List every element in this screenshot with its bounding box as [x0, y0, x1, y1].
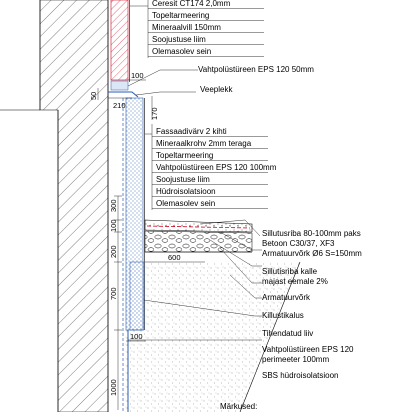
- dimensions: 100 50 210 170 300 100 200 700 1000 600 …: [89, 71, 205, 410]
- dim-600: 600: [168, 253, 181, 262]
- plinth-layers-item: Olemasolev sein: [156, 199, 215, 208]
- wall-top-layers-item: Ceresit CT174 2,0mm: [152, 0, 231, 8]
- dim-1000: 1000: [109, 379, 118, 396]
- notes-title: Märkused:: [220, 402, 257, 411]
- plinth-layers-item: Fassaadivärv 2 kihti: [156, 127, 227, 136]
- dim-210: 210: [113, 101, 126, 110]
- perimeter-eps: [129, 261, 145, 331]
- sidewalk-strip-label-1: Sillutusriba 80-100mm paks: [262, 229, 361, 238]
- eps-50-block: [110, 80, 129, 91]
- slope-label-1: Sillutisriba kalle: [262, 267, 318, 276]
- compacted-sand-fill: [125, 262, 300, 412]
- drip-flashing: [108, 91, 139, 98]
- dim-700: 700: [109, 287, 118, 300]
- plinth-layers-item: Topeltarmeering: [156, 151, 213, 160]
- callout-leaders: [127, 69, 262, 341]
- sidewalk-strip-label-2: Betoon C30/37, XF3: [262, 239, 335, 248]
- wall-top-layers-item: Topeltarmeering: [152, 11, 209, 20]
- wall-top-layers-item: Soojustuse liim: [152, 35, 206, 44]
- gravel-label: Killustikalus: [262, 311, 304, 320]
- dim-200: 200: [109, 245, 118, 258]
- dim-50: 50: [89, 92, 98, 100]
- layer-stacks: Ceresit CT174 2,0mmTopeltarmeeringMinera…: [130, 0, 277, 210]
- plinth-layers-item: Mineraalkrohv 2mm teraga: [156, 139, 252, 148]
- wall-top-layers-item: Olemasolev sein: [152, 47, 211, 56]
- sbs-label: SBS hüdroisolatsioon: [262, 371, 339, 380]
- sidewalk-strip-label-3: Armatuurvõrk Ø6 S=150mm: [262, 249, 362, 258]
- rebar-mesh-line: [146, 225, 251, 229]
- perimeter-eps-label-1: Vahtpolüstüreen EPS 120: [262, 345, 354, 354]
- existing-wall-hatch: [39, 0, 109, 412]
- plinth-layers-item: Vahtpolüstüreen EPS 120 100mm: [156, 163, 277, 172]
- dim-170: 170: [150, 107, 159, 120]
- dim-100-top: 100: [131, 71, 144, 80]
- eps-50-label: Vahtpolüstüreen EPS 120 50mm: [198, 65, 314, 74]
- plinth-layers-item: Hüdroisolatsioon: [156, 187, 216, 196]
- perimeter-eps-label-2: perimeeter 100mm: [262, 355, 329, 364]
- gravel-base: [144, 230, 253, 253]
- mineral-wool-insulation: [110, 0, 129, 81]
- wall-top-layers-item: Mineraalvill 150mm: [152, 23, 221, 32]
- excavation-slope: [239, 261, 301, 412]
- plinth-layers-item: Soojustuse liim: [156, 175, 210, 184]
- drip-flashing-label: Veeplekk: [200, 85, 233, 94]
- slope-label-2: majast eemale 2%: [262, 277, 328, 286]
- dim-300: 300: [109, 199, 118, 212]
- dim-100-bottom: 100: [130, 332, 143, 341]
- compacted-soil-label: Tihendatud liiv: [262, 329, 313, 338]
- rebar-mesh-label: Armatuurvõrk: [262, 293, 311, 302]
- dim-100-mid: 100: [109, 219, 118, 232]
